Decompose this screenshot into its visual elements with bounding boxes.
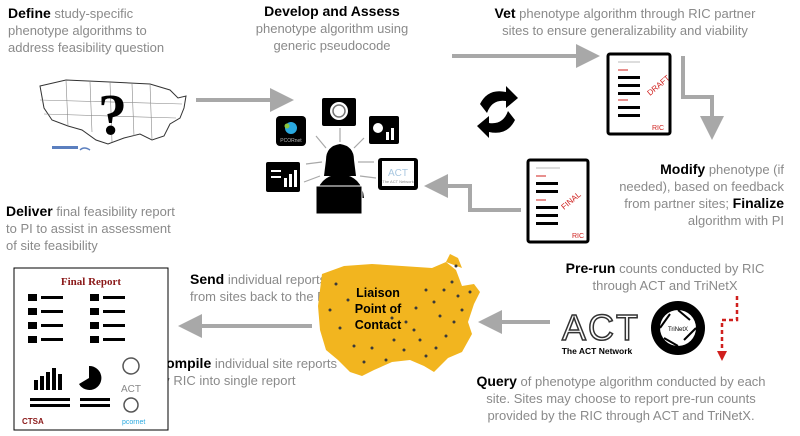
define-keyword: Define [8, 5, 51, 21]
dashboard-icon [369, 116, 399, 144]
define-line1: study-specific [50, 6, 134, 21]
modify-line3: from partner sites; [624, 196, 733, 211]
deliver-line2: to PI to assist in assessment [6, 221, 171, 236]
modify-line1: phenotype (if [705, 162, 784, 177]
develop-keyword: Develop and Assess [264, 3, 400, 19]
prerun-keyword: Pre-run [565, 260, 616, 276]
report-act-logo: ACT [121, 384, 141, 395]
act-logo-subtitle: The ACT Network [562, 346, 633, 356]
draft-document-icon: DRAFT RIC [606, 52, 672, 136]
map-label-line2: Point of [355, 302, 402, 316]
act-tablet-icon: ACT The ACT Network [378, 158, 418, 190]
prerun-text: Pre-run counts conducted by RIC through … [548, 260, 782, 294]
deliver-keyword: Deliver [6, 203, 53, 219]
trinetx-logo: TriNetX [651, 301, 705, 355]
send-text: Send individual reports from sites back … [190, 271, 360, 305]
develop-line2: phenotype algorithm using [255, 21, 409, 36]
send-line2: from sites back to the RIC [190, 289, 340, 304]
arrow-modify-to-develop [424, 174, 521, 212]
final-document-icon: FINAL RIC [526, 158, 590, 244]
define-text: Define study-specific phenotype algorith… [8, 5, 198, 56]
develop-text: Develop and Assess phenotype algorithm u… [242, 3, 422, 54]
define-line2: phenotype algorithms to [8, 23, 147, 38]
analyst-icon [315, 144, 364, 215]
final-report-document: Final Report ACT CTSA pcornet [13, 267, 169, 431]
monitor-seal-icon [322, 98, 356, 126]
modify-keyword: Modify [660, 161, 706, 177]
deliver-line3: of site feasibility [6, 238, 98, 253]
vet-line1: phenotype algorithm through RIC partner [515, 6, 756, 21]
compile-line2: by RIC into single report [156, 373, 296, 388]
compile-text: Compile individual site reports by RIC i… [156, 355, 356, 389]
vet-line2: sites to ensure generalizability and via… [502, 23, 748, 38]
prerun-line1: counts conducted by RIC [615, 261, 765, 276]
modify-line4: algorithm with PI [687, 213, 784, 228]
report-ctsa-logo: CTSA [22, 417, 44, 426]
act-network-logo: ACT The ACT Network [561, 306, 640, 356]
final-report-title: Final Report [61, 276, 122, 288]
query-keyword: Query [476, 373, 517, 389]
deliver-line1: final feasibility report [52, 204, 175, 219]
draft-brand: RIC [652, 125, 664, 132]
modify-line2: needed), based on feedback [619, 179, 784, 194]
dashed-query-arrow [717, 296, 739, 361]
finalize-keyword: Finalize [732, 195, 784, 211]
modify-text: Modify phenotype (if needed), based on f… [596, 161, 784, 229]
cycle-arrows-icon [477, 86, 518, 138]
act-tablet-caption: The ACT Network [382, 179, 414, 184]
map-label-line3: Contact [355, 318, 402, 332]
define-line3: address feasibility question [8, 40, 165, 55]
query-line2: site. Sites may choose to report pre-run… [486, 391, 756, 406]
deliver-text: Deliver final feasibility report to PI t… [6, 203, 206, 254]
spoke-lines [303, 128, 377, 183]
trinetx-logo-text: TriNetX [668, 327, 688, 333]
send-line1: individual reports [224, 272, 327, 287]
question-mark: ? [98, 82, 127, 147]
pie-chart-mini [79, 365, 102, 390]
pcornet-logo-text: PCORnet [280, 138, 302, 144]
compile-keyword: Compile [156, 355, 212, 371]
pcornet-icon: PCORnet [276, 116, 306, 146]
develop-line3: generic pseudocode [273, 38, 391, 53]
vet-text: Vet phenotype algorithm through RIC part… [460, 5, 790, 39]
report-pcornet-logo: pcornet [122, 419, 145, 426]
final-brand: RIC [572, 233, 584, 240]
report-chart-icon [266, 162, 300, 192]
us-sites-map: Liaison Point of Contact [318, 254, 480, 376]
compile-line1: individual site reports [211, 356, 337, 371]
send-keyword: Send [190, 271, 225, 287]
arrow-vet-to-modify [681, 56, 724, 140]
prerun-line2: through ACT and TriNetX [592, 278, 738, 293]
query-line1: of phenotype algorithm conducted by each [516, 374, 766, 389]
query-text: Query of phenotype algorithm conducted b… [446, 373, 796, 424]
us-map-outline: ? [39, 79, 187, 151]
vet-keyword: Vet [494, 5, 516, 21]
act-logo-text: ACT [562, 307, 640, 348]
act-tablet-logo: ACT [388, 168, 408, 179]
map-label-line1: Liaison [356, 286, 400, 300]
query-line3: provided by the RIC through ACT and TriN… [487, 408, 755, 423]
